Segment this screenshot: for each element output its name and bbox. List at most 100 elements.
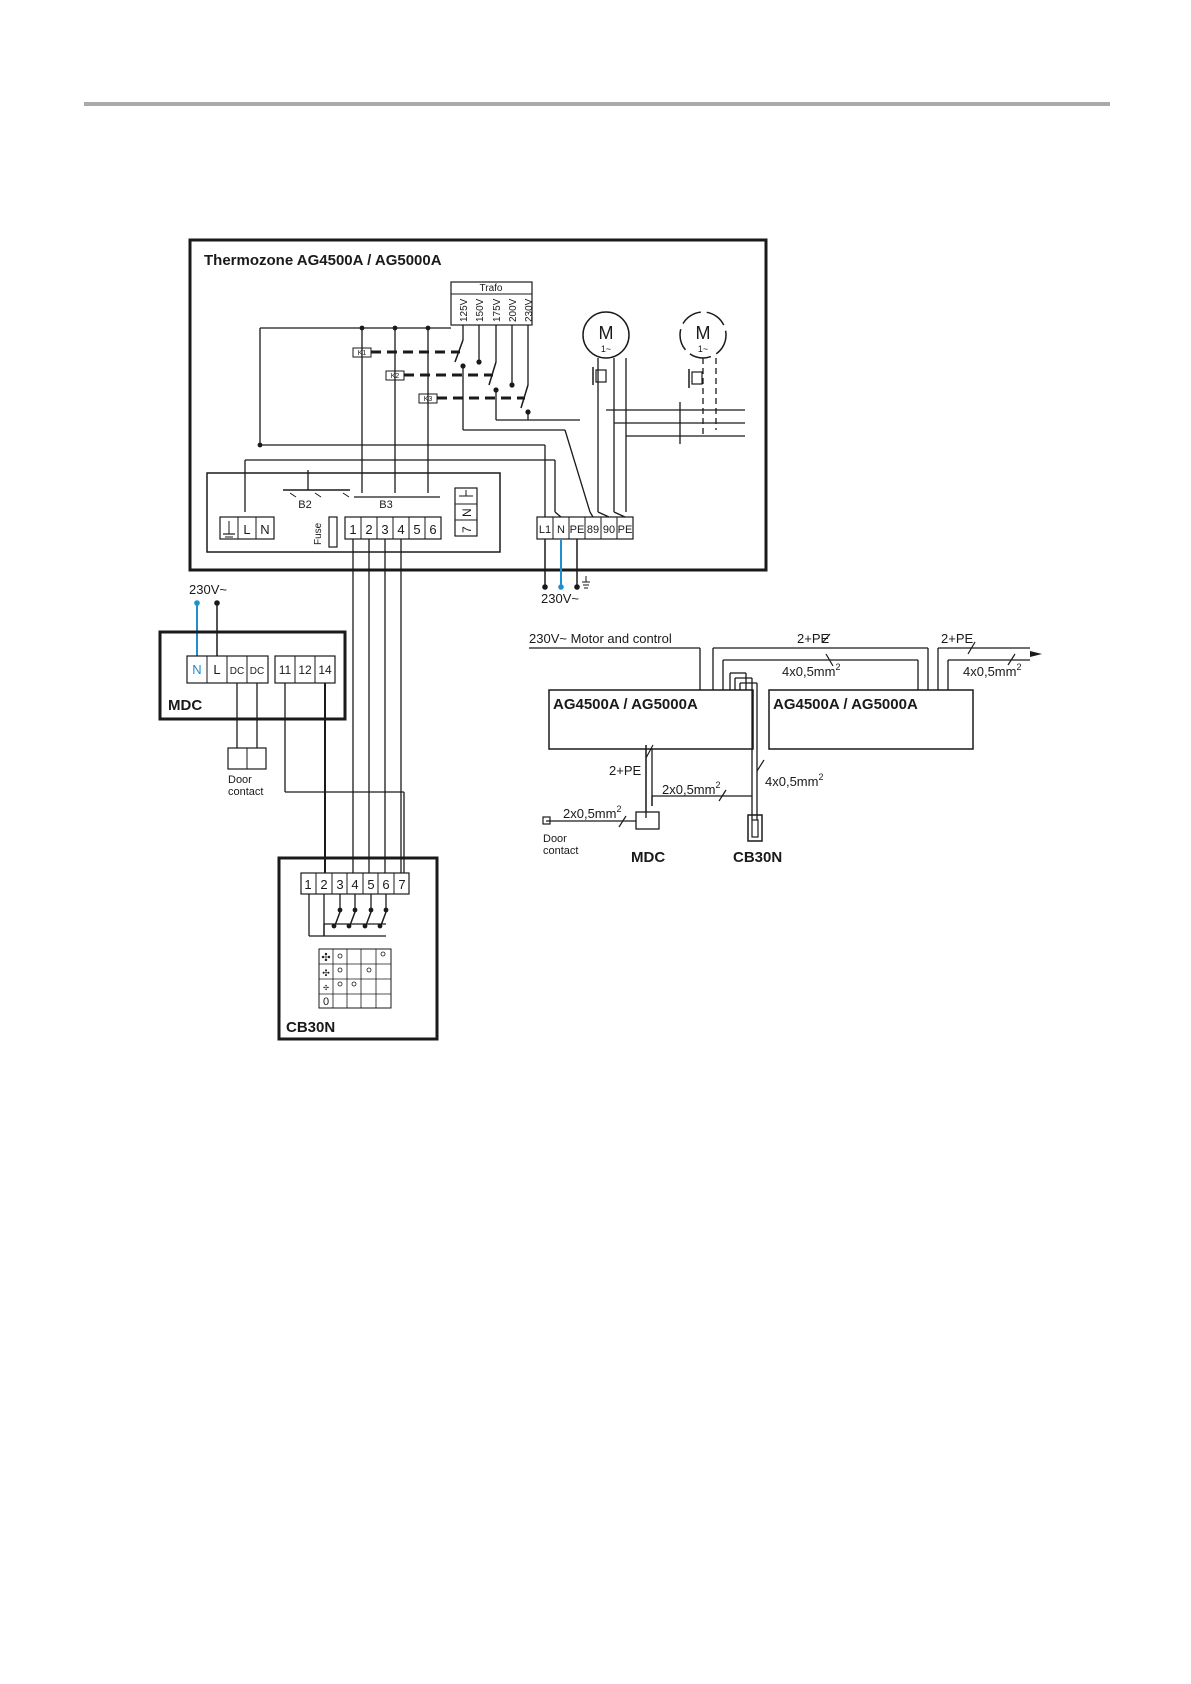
trafo-tap-175: 175V bbox=[492, 298, 503, 322]
control-terminal-4: 4 bbox=[397, 522, 404, 537]
overview-wiring bbox=[529, 633, 1030, 842]
motor-terminal-n: N bbox=[557, 524, 565, 536]
control-terminal-3: 3 bbox=[381, 522, 388, 537]
cable-label-2pe-mdc: 2+PE bbox=[609, 763, 641, 778]
overview-unit-2-label: AG4500A / AG5000A bbox=[773, 696, 918, 713]
mdc-terminals bbox=[186, 655, 336, 684]
cable-label-4x-cb30n: 4x0,5mm2 bbox=[765, 772, 823, 789]
trafo-tap-200: 200V bbox=[508, 298, 519, 322]
motor-terminal-pe: PE bbox=[570, 524, 585, 536]
unit-supply-label: 230V~ bbox=[541, 591, 579, 606]
trafo-tap-125: 125V bbox=[459, 298, 470, 322]
motor-1-sub: 1~ bbox=[601, 344, 611, 354]
cb30n-frame bbox=[277, 856, 439, 1041]
side-terminal-n: N bbox=[460, 508, 474, 517]
mdc-terminal-dc1: DC bbox=[230, 666, 244, 677]
overview-unit-2 bbox=[768, 689, 974, 750]
motor-terminal-89: 89 bbox=[587, 524, 599, 536]
motor-1 bbox=[582, 311, 745, 512]
trafo-box bbox=[450, 281, 533, 326]
relay-k3-label: K3 bbox=[424, 396, 433, 403]
mdc-frame bbox=[158, 630, 347, 721]
cable-label-2pe-1: 2+PE bbox=[797, 631, 829, 646]
terminal-n: N bbox=[260, 522, 269, 537]
motor-terminal-pe2: PE bbox=[618, 524, 633, 536]
unit-title: Thermozone AG4500A / AG5000A bbox=[204, 252, 442, 269]
unit-frame bbox=[188, 238, 768, 572]
mdc-supply-wires bbox=[194, 600, 220, 656]
trafo-tap-230: 230V bbox=[524, 298, 535, 322]
motor-2-symbol: M bbox=[696, 323, 711, 343]
motor-terminal-block bbox=[536, 511, 634, 540]
relay-contact-dots bbox=[257, 325, 531, 448]
motor-2-sub: 1~ bbox=[698, 344, 708, 354]
cb30n-terminal-4: 4 bbox=[351, 877, 358, 892]
cb30n-terminal-6: 6 bbox=[382, 877, 389, 892]
door-contact-label-1: Door bbox=[228, 774, 252, 786]
cb30n-terminal-3: 3 bbox=[336, 877, 343, 892]
overview-cb30n-symbol bbox=[747, 814, 763, 842]
motor-2 bbox=[679, 311, 727, 436]
door-contact bbox=[227, 683, 267, 770]
mains-terminal-block bbox=[219, 516, 275, 540]
cb30n-terminal-5: 5 bbox=[367, 877, 374, 892]
control-terminal-2: 2 bbox=[365, 522, 372, 537]
mdc-terminal-n: N bbox=[192, 662, 201, 677]
overview-mdc-box bbox=[635, 811, 660, 830]
mdc-terminal-14: 14 bbox=[318, 663, 332, 677]
overview-unit-1-label: AG4500A / AG5000A bbox=[553, 696, 698, 713]
cb30n-name: CB30N bbox=[286, 1019, 335, 1036]
fan-speed-1-icon: ✣ bbox=[323, 984, 329, 992]
control-terminal-1: 1 bbox=[349, 522, 356, 537]
fan-speed-3-icon: ✣ bbox=[321, 952, 330, 964]
thermozone-unit bbox=[188, 238, 768, 572]
mdc-name: MDC bbox=[168, 697, 202, 714]
cb30n-wiring bbox=[284, 539, 405, 873]
mdc-terminal-l: L bbox=[213, 662, 220, 677]
relay-k2-label: K2 bbox=[391, 373, 400, 380]
terminal-l: L bbox=[243, 522, 250, 537]
fan-speed-2-icon: ✣ bbox=[322, 968, 330, 978]
motor-1-symbol: M bbox=[599, 323, 614, 343]
cable-label-4x-2: 4x0,5mm2 bbox=[963, 662, 1021, 679]
trafo-tap-150: 150V bbox=[475, 298, 486, 322]
cable-label-2x-mdc: 2x0,5mm2 bbox=[662, 780, 720, 797]
overview-door-label-2: contact bbox=[543, 845, 578, 857]
cb30n-terminals bbox=[300, 872, 410, 937]
overview-arrow-icon bbox=[1030, 651, 1042, 657]
control-terminal-5: 5 bbox=[413, 522, 420, 537]
b2-label: B2 bbox=[298, 499, 311, 511]
overview-mdc-label: MDC bbox=[631, 849, 665, 866]
cable-label-2pe-2: 2+PE bbox=[941, 631, 973, 646]
cb30n-speed-matrix bbox=[318, 948, 392, 1009]
mdc-terminal-dc2: DC bbox=[250, 666, 264, 677]
fuse-symbol bbox=[328, 516, 338, 548]
b3-label: B3 bbox=[379, 499, 392, 511]
overview-supply-label: 230V~ Motor and control bbox=[529, 631, 672, 646]
unit-supply-wires bbox=[542, 539, 590, 590]
trafo-label: Trafo bbox=[480, 283, 503, 294]
side-terminal bbox=[454, 487, 478, 537]
relay-k1-label: K1 bbox=[358, 350, 367, 357]
control-terminal-6: 6 bbox=[429, 522, 436, 537]
overview-cb30n-label: CB30N bbox=[733, 849, 782, 866]
side-terminal-7: 7 bbox=[460, 526, 474, 533]
motor-terminal-l1: L1 bbox=[539, 524, 551, 536]
fuse-label: Fuse bbox=[313, 522, 324, 545]
motor-terminal-90: 90 bbox=[603, 524, 615, 536]
control-terminals bbox=[344, 516, 442, 540]
cb30n-switch-dots bbox=[331, 907, 389, 929]
mdc-terminal-11: 11 bbox=[279, 663, 292, 677]
cb30n-terminal-1: 1 bbox=[304, 877, 311, 892]
overview-unit-1 bbox=[548, 689, 754, 750]
mdc-terminal-12: 12 bbox=[298, 663, 312, 677]
cable-label-4x-1: 4x0,5mm2 bbox=[782, 662, 840, 679]
cb30n-terminal-7: 7 bbox=[398, 877, 405, 892]
door-contact-label-2: contact bbox=[228, 786, 263, 798]
cable-label-2x-door: 2x0,5mm2 bbox=[563, 804, 621, 821]
overview-door-label-1: Door bbox=[543, 833, 567, 845]
fan-speed-zero: 0 bbox=[323, 996, 329, 1008]
mdc-supply-label: 230V~ bbox=[189, 582, 227, 597]
cb30n-terminal-2: 2 bbox=[320, 877, 327, 892]
